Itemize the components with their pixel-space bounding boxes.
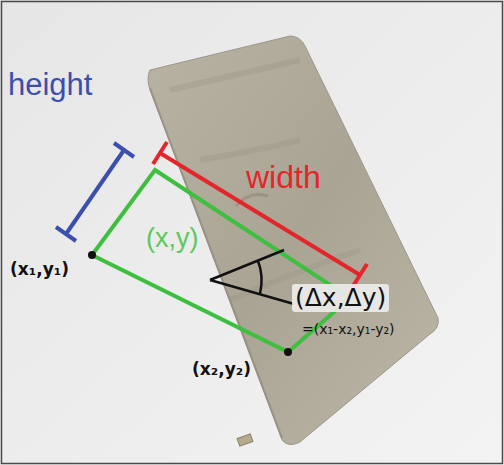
fabric-shading <box>170 60 360 300</box>
formula-label: =(x₁-x₂,y₁-y₂) <box>302 322 395 337</box>
center-label: (x,y) <box>146 224 198 254</box>
corner-dot <box>284 348 292 356</box>
dimension-label: width <box>246 160 321 195</box>
vector-label: (Δx,Δy) <box>292 284 389 312</box>
zipper-pull <box>237 434 253 446</box>
dimension-label: height <box>8 68 92 102</box>
pouch-zipper <box>150 88 282 438</box>
corner-label: (x₁,y₁) <box>10 260 69 279</box>
corner-dot <box>88 251 96 259</box>
angle-lines <box>210 250 294 304</box>
height-bracket <box>56 143 134 241</box>
corner-label: (x₂,y₂) <box>192 360 251 379</box>
